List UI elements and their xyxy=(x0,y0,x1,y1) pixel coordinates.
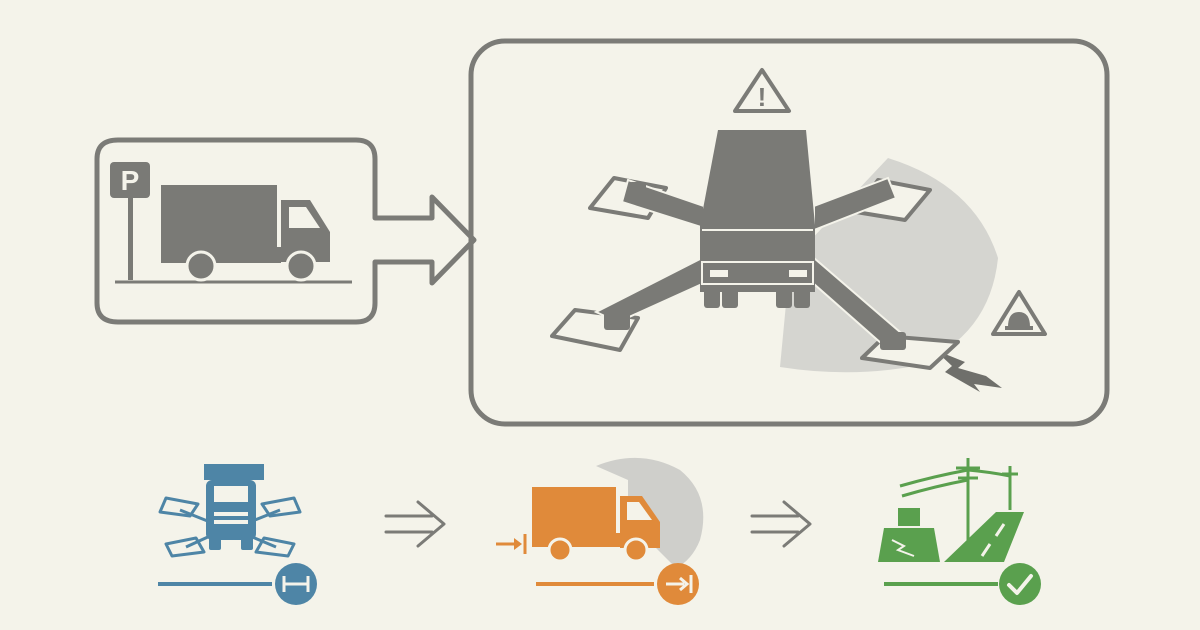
setback-marker-icon xyxy=(496,534,527,554)
swing-radius-zone xyxy=(780,158,998,373)
outrigger-pad-crack-icon xyxy=(878,508,940,562)
truck-icon xyxy=(161,185,330,282)
outrigger-truck-icon xyxy=(158,496,302,558)
step-stabilize xyxy=(158,464,317,605)
outrigger-panel-frame xyxy=(468,38,1110,427)
truck-front-icon xyxy=(204,464,264,550)
parking-sign-icon: P xyxy=(110,162,150,280)
parking-panel-frame-with-arrow xyxy=(94,137,477,325)
parking-panel: P xyxy=(94,137,477,325)
power-line-icon xyxy=(899,458,1018,556)
warning-symbol: ! xyxy=(758,82,767,112)
arrow-right-icon xyxy=(384,500,446,548)
ground-crack-icon xyxy=(935,350,1002,392)
outrigger-panel: ! xyxy=(468,38,1110,427)
truck-rear-view-icon xyxy=(700,130,815,308)
parking-sign-letter: P xyxy=(121,165,140,196)
warning-triangle-icon: ! xyxy=(733,68,791,113)
width-measure-icon xyxy=(275,563,317,605)
truck-icon xyxy=(532,487,660,563)
arrow-right-icon xyxy=(750,500,812,548)
checkmark-icon xyxy=(999,563,1041,605)
step-site-ready xyxy=(878,458,1041,605)
road-icon xyxy=(944,512,1024,562)
hard-hat-warning-icon xyxy=(991,290,1047,336)
setback-arrow-icon xyxy=(657,563,699,605)
step-clearance xyxy=(496,457,704,605)
